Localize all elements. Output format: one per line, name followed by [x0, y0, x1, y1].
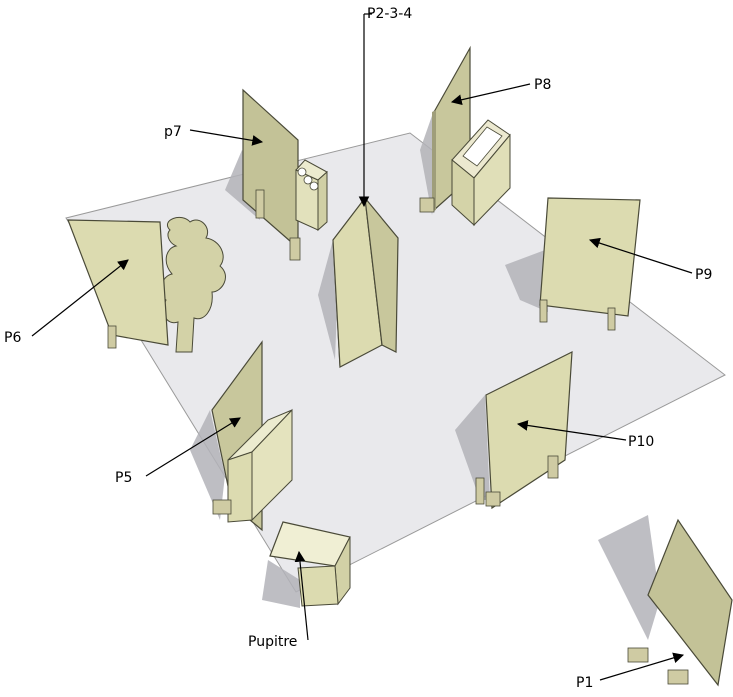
leader-lines	[31, 13, 693, 681]
label-p8: P8	[534, 77, 551, 93]
label-p5: P5	[115, 470, 132, 486]
label-p6: P6	[4, 330, 21, 346]
label-p10: P10	[628, 434, 654, 450]
label-p1: P1	[576, 675, 593, 691]
label-p9: P9	[695, 267, 712, 283]
panel-p1	[627, 518, 733, 687]
shadows	[190, 110, 660, 640]
pupitre-desk	[269, 521, 351, 607]
panel-p7	[242, 88, 328, 261]
panel-p2-3-4	[332, 196, 399, 368]
panel-p10	[475, 350, 573, 510]
label-p2-3-4: P2-3-4	[367, 6, 412, 22]
panel-p6	[67, 217, 226, 353]
label-p7: p7	[164, 124, 182, 140]
panel-p5	[211, 340, 293, 532]
panel-p8	[419, 45, 511, 227]
panel-p9	[539, 197, 641, 331]
label-pupitre: Pupitre	[248, 634, 297, 650]
